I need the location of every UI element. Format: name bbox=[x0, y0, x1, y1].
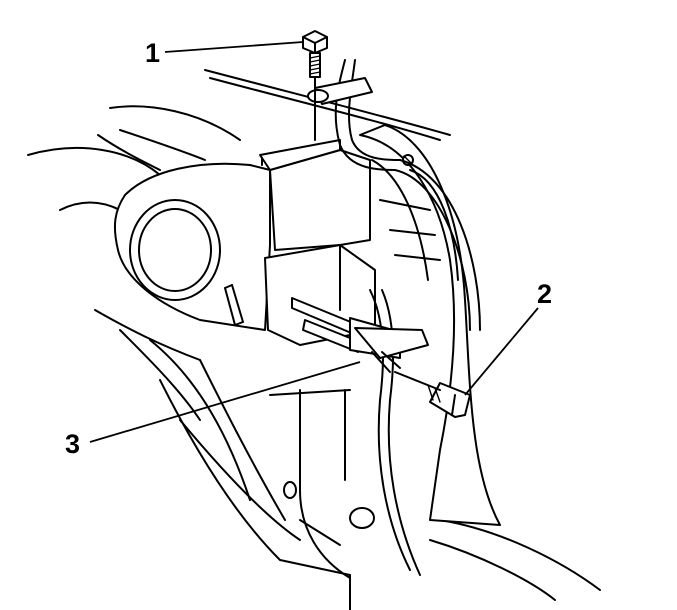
callout-3: 3 bbox=[65, 361, 361, 459]
body-panel-background bbox=[27, 69, 601, 610]
axle-housing bbox=[113, 162, 271, 331]
callout-label-1: 1 bbox=[145, 38, 160, 68]
leader-line-2 bbox=[464, 307, 539, 396]
leader-line-1 bbox=[164, 41, 304, 53]
leader-line-3 bbox=[89, 361, 361, 443]
wheel-speed-sensor bbox=[291, 297, 429, 373]
bolt-2 bbox=[394, 371, 471, 418]
curved-bracket bbox=[359, 124, 501, 526]
bolt-1 bbox=[302, 30, 328, 141]
callout-1: 1 bbox=[145, 38, 304, 68]
callout-label-2: 2 bbox=[537, 279, 552, 309]
callout-2: 2 bbox=[464, 279, 552, 396]
callout-label-3: 3 bbox=[65, 429, 80, 459]
sensor-wire-harness bbox=[307, 59, 481, 576]
